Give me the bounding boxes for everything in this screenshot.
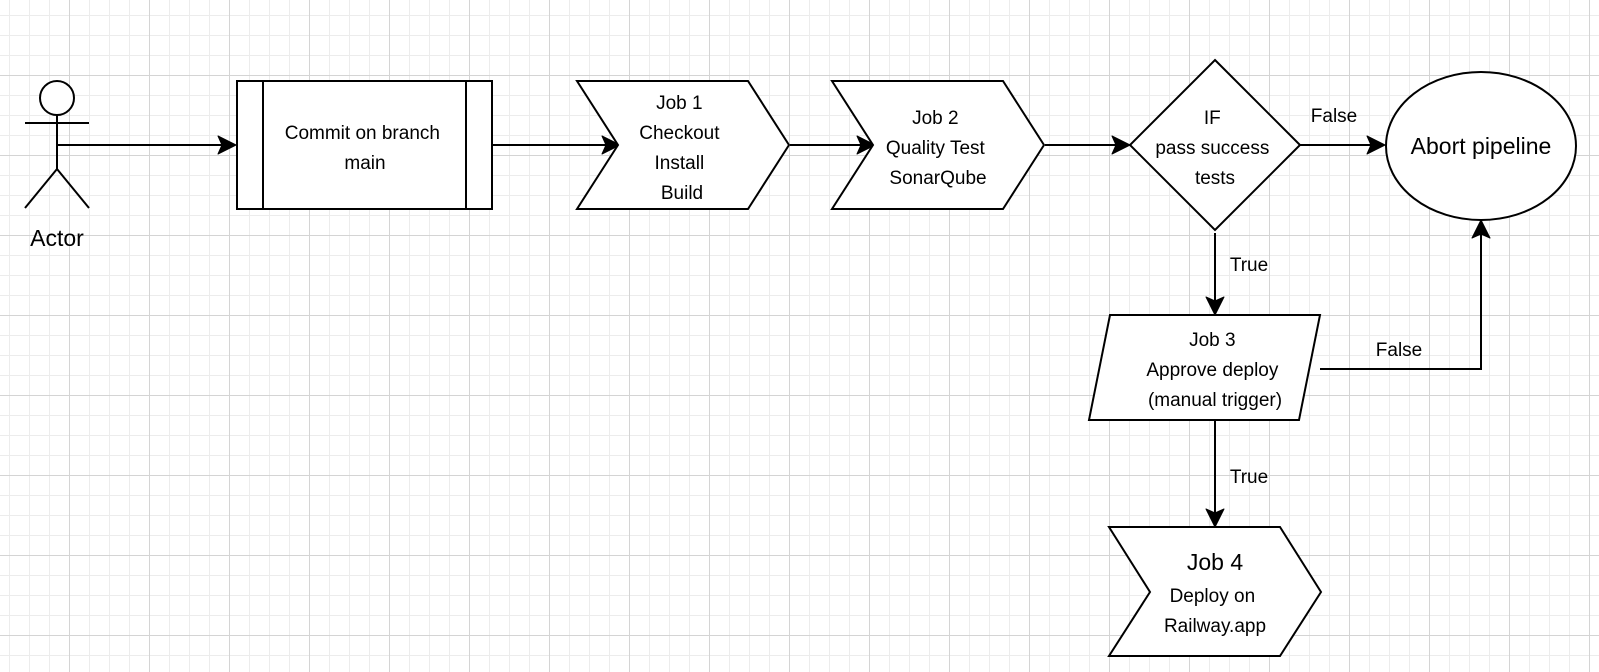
edge-job3-to-abort bbox=[1320, 234, 1482, 370]
actor-label: Actor bbox=[30, 225, 84, 251]
job1-line-4: Build bbox=[661, 183, 703, 204]
job3-false-label: False bbox=[1376, 340, 1422, 361]
job2-label: Job 2 Quality Test SonarQube bbox=[886, 108, 990, 189]
arrowhead bbox=[1111, 135, 1131, 155]
job4-title: Job 4 bbox=[1187, 549, 1243, 575]
commit-line-2: main bbox=[344, 153, 385, 174]
job3-line-2: Approve deploy bbox=[1146, 360, 1279, 381]
abort-label: Abort pipeline bbox=[1411, 133, 1552, 159]
decision-node[interactable]: IF pass success tests bbox=[1128, 58, 1302, 232]
job3-true-label: True bbox=[1230, 467, 1268, 488]
job1-line-2: Checkout bbox=[639, 123, 720, 144]
job1-line-3: Install bbox=[655, 153, 705, 174]
decision-label: IF pass success tests bbox=[1155, 108, 1274, 189]
arrowhead bbox=[217, 135, 237, 155]
decision-line-2: pass success bbox=[1155, 138, 1269, 159]
commit-node[interactable]: Commit on branch main bbox=[236, 80, 493, 210]
arrowhead bbox=[601, 135, 621, 155]
arrowhead bbox=[1471, 219, 1491, 239]
commit-label: Commit on branch main bbox=[285, 123, 446, 174]
edge-labels: False True False True bbox=[1230, 106, 1422, 488]
job1-node[interactable]: Job 1 Checkout Install Build bbox=[575, 80, 791, 210]
job2-line-1: Job 2 bbox=[912, 108, 958, 129]
job2-shape bbox=[830, 80, 1046, 210]
job1-shape bbox=[575, 80, 791, 210]
job4-line-2: Railway.app bbox=[1164, 616, 1266, 637]
edges bbox=[58, 135, 1491, 528]
actor-left-leg bbox=[24, 168, 58, 209]
job3-shape bbox=[1087, 314, 1322, 421]
decision-line-3: tests bbox=[1195, 168, 1235, 189]
abort-node[interactable]: Abort pipeline bbox=[1385, 71, 1577, 221]
actor-right-leg bbox=[56, 168, 90, 209]
job3-label: Job 3 Approve deploy (manual trigger) bbox=[1146, 330, 1283, 411]
job2-line-2: Quality Test bbox=[886, 138, 986, 159]
decision-shape bbox=[1128, 58, 1302, 232]
job2-line-3: SonarQube bbox=[889, 168, 986, 189]
arrowhead bbox=[856, 135, 876, 155]
decision-false-label: False bbox=[1311, 106, 1357, 127]
actor-head bbox=[39, 80, 75, 116]
job3-line-3: (manual trigger) bbox=[1148, 390, 1282, 411]
job1-line-1: Job 1 bbox=[656, 93, 702, 114]
job4-label: Deploy on Railway.app bbox=[1164, 586, 1266, 637]
arrowhead bbox=[1366, 135, 1386, 155]
decision-line-1: IF bbox=[1204, 108, 1221, 129]
job3-node[interactable]: Job 3 Approve deploy (manual trigger) bbox=[1087, 314, 1322, 421]
job1-label: Job 1 Checkout Install Build bbox=[639, 93, 725, 204]
abort-shape bbox=[1385, 71, 1577, 221]
job3-line-1: Job 3 bbox=[1189, 330, 1235, 351]
arrowhead bbox=[1205, 508, 1225, 528]
commit-box bbox=[236, 80, 493, 210]
actor-node[interactable]: Actor bbox=[24, 80, 90, 251]
decision-true-label: True bbox=[1230, 255, 1268, 276]
arrowhead bbox=[1205, 296, 1225, 316]
job2-node[interactable]: Job 2 Quality Test SonarQube bbox=[830, 80, 1046, 210]
job4-line-1: Deploy on bbox=[1170, 586, 1256, 607]
job4-node[interactable]: Job 4 Deploy on Railway.app bbox=[1107, 526, 1323, 657]
job4-shape bbox=[1107, 526, 1323, 657]
commit-line-1: Commit on branch bbox=[285, 123, 440, 144]
